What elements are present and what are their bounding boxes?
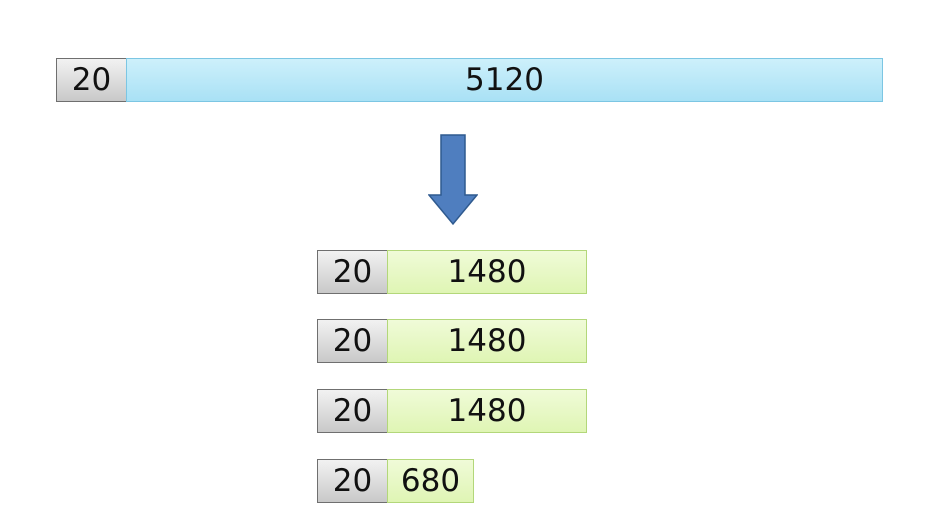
fragment-2-payload: 1480: [387, 319, 587, 363]
fragment-3-payload: 1480: [387, 389, 587, 433]
original-payload: 5120: [126, 58, 883, 102]
fragment-4-payload: 680: [387, 459, 474, 503]
fragment-2-header: 20: [317, 319, 388, 363]
original-header: 20: [56, 58, 127, 102]
fragment-1-header: 20: [317, 250, 388, 294]
fragment-4-header: 20: [317, 459, 388, 503]
fragment-1-payload: 1480: [387, 250, 587, 294]
fragment-3-header: 20: [317, 389, 388, 433]
arrow-down-icon: [428, 134, 478, 226]
